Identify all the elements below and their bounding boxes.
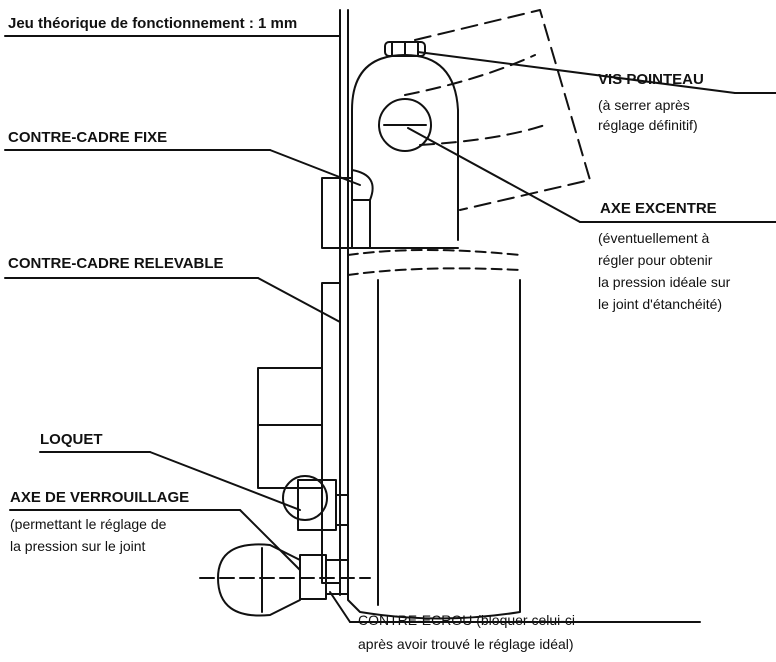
label-contre-cadre-fixe: CONTRE-CADRE FIXE bbox=[8, 129, 168, 146]
leader-axe-excentre bbox=[407, 127, 581, 223]
label-jeu: Jeu théorique de fonctionnement : 1 mm bbox=[8, 15, 298, 32]
label-axe-excentre-note-4: le joint d'étanchéité) bbox=[598, 296, 723, 312]
label-contre-ecrou-2: après avoir trouvé le réglage idéal) bbox=[358, 636, 574, 652]
label-axe-verrouillage-note-2: la pression sur le joint bbox=[10, 538, 146, 554]
label-axe-verrouillage: AXE DE VERROUILLAGE bbox=[10, 489, 190, 506]
lower-body bbox=[347, 279, 521, 620]
contre-cadre-relevable bbox=[321, 282, 341, 584]
label-contre-cadre-relevable: CONTRE-CADRE RELEVABLE bbox=[8, 255, 224, 272]
label-contre-ecrou-1: CONTRE-ECROU (bloquer celui-ci bbox=[358, 612, 576, 628]
label-loquet: LOQUET bbox=[40, 431, 103, 448]
contre-cadre-fixe bbox=[351, 169, 374, 201]
axe-excentre-circle bbox=[378, 98, 432, 152]
loquet-circle bbox=[282, 475, 328, 521]
label-axe-excentre-note-2: régler pour obtenir bbox=[598, 252, 713, 268]
leader-contre-ecrou bbox=[329, 591, 351, 623]
label-axe-excentre-note-1: (éventuellement à bbox=[598, 230, 710, 246]
axe-verrouillage-knob bbox=[217, 543, 301, 617]
label-vis-pointeau-note-2: réglage définitif) bbox=[598, 117, 698, 133]
swung-frame bbox=[414, 9, 591, 211]
label-axe-excentre-note-3: la pression idéale sur bbox=[598, 274, 731, 290]
label-vis-pointeau: VIS POINTEAU bbox=[598, 71, 704, 88]
leader-vis bbox=[417, 51, 736, 94]
label-vis-pointeau-note-1: (à serrer après bbox=[598, 97, 690, 113]
label-axe-excentre: AXE EXCENTRE bbox=[600, 200, 717, 217]
label-axe-verrouillage-note-1: (permettant le réglage de bbox=[10, 516, 167, 532]
